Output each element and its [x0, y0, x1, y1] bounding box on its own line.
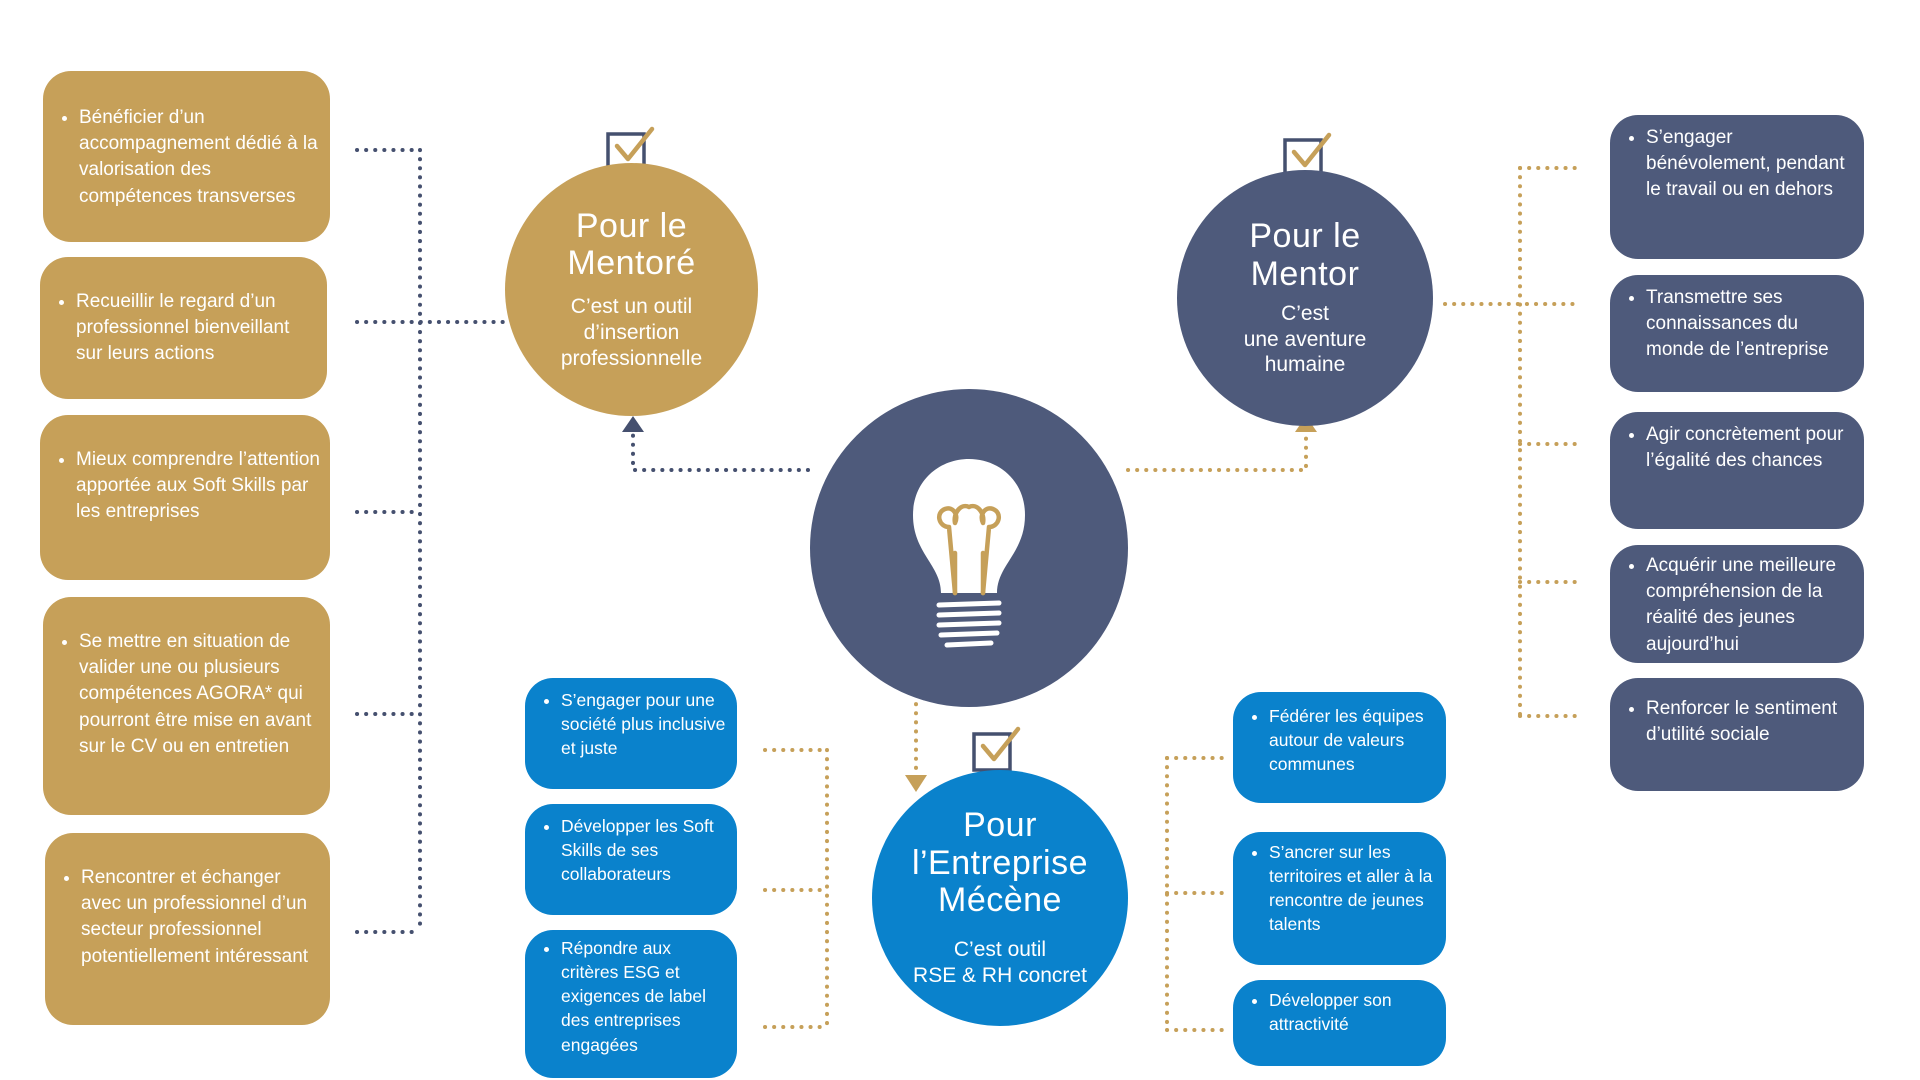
- mentore-benefit-text: Mieux comprendre l’attention apportée au…: [76, 447, 320, 526]
- mentor-circle: Pour le Mentor C’est une aventure humain…: [1177, 170, 1433, 426]
- connector-bulb-to-mentor: [1126, 434, 1308, 472]
- mentor-benefit-box: Acquérir une meilleure compréhension de …: [1610, 545, 1864, 663]
- mentor-benefit-text: Renforcer le sentiment d’utilité sociale: [1646, 696, 1860, 748]
- arrowhead-to-entreprise: [905, 775, 927, 792]
- entreprise-benefit-text: Développer les Soft Skills de ses collab…: [561, 814, 731, 886]
- entreprise-benefit-text: S’engager pour une société plus inclusiv…: [561, 688, 731, 760]
- mentore-benefit-box: Bénéficier d’un accompagnement dédié à l…: [43, 71, 330, 242]
- entreprise-benefit-box: Développer son attractivité: [1233, 980, 1446, 1066]
- mentore-benefit-box: Mieux comprendre l’attention apportée au…: [40, 415, 330, 580]
- entreprise-benefit-text: Développer son attractivité: [1269, 988, 1440, 1036]
- mentor-benefit-box: Agir concrètement pour l’égalité des cha…: [1610, 412, 1864, 529]
- mentore-circle: Pour le Mentoré C’est un outil d’inserti…: [505, 163, 758, 416]
- entreprise-benefit-box: S’ancrer sur les territoires et aller à …: [1233, 832, 1446, 965]
- arrowhead-to-mentore: [622, 416, 644, 432]
- entreprise-title: Pour l’Entreprise Mécène: [911, 806, 1089, 920]
- mentore-benefit-text: Recueillir le regard d’un professionnel …: [76, 289, 317, 368]
- mentore-title: Pour le Mentoré: [567, 206, 696, 283]
- mentor-benefit-text: Agir concrètement pour l’égalité des cha…: [1646, 422, 1856, 474]
- mentor-benefit-box: Transmettre ses connaissances du monde d…: [1610, 275, 1864, 392]
- connector-bulb-to-mentore: [631, 433, 810, 472]
- mentor-benefit-text: Acquérir une meilleure compréhension de …: [1646, 553, 1860, 658]
- mentore-subtitle: C’est un outil d’insertion professionnel…: [560, 295, 703, 370]
- mentor-benefit-text: Transmettre ses connaissances du monde d…: [1646, 285, 1856, 364]
- mentore-benefit-box: Rencontrer et échanger avec un professio…: [45, 833, 330, 1025]
- mentore-benefit-box: Recueillir le regard d’un professionnel …: [40, 257, 327, 399]
- lightbulb-icon: [913, 459, 1025, 648]
- mentore-benefit-text: Bénéficier d’un accompagnement dédié à l…: [79, 105, 320, 210]
- entreprise-circle: Pour l’Entreprise Mécène C’est outil RSE…: [872, 770, 1128, 1026]
- mentor-benefit-box: Renforcer le sentiment d’utilité sociale: [1610, 678, 1864, 791]
- entreprise-benefit-text: S’ancrer sur les territoires et aller à …: [1269, 840, 1442, 937]
- mentor-subtitle: C’est une aventure humaine: [1243, 301, 1367, 377]
- entreprise-benefit-box: Fédérer les équipes autour de valeurs co…: [1233, 692, 1446, 803]
- mentore-benefit-text: Rencontrer et échanger avec un professio…: [81, 865, 326, 970]
- mentor-benefit-text: S’engager bénévolement, pendant le trava…: [1646, 125, 1856, 204]
- lightbulb-circle: [810, 389, 1128, 707]
- mentor-benefit-box: S’engager bénévolement, pendant le trava…: [1610, 115, 1864, 259]
- entreprise-benefit-box: Développer les Soft Skills de ses collab…: [525, 804, 737, 915]
- entreprise-benefit-text: Répondre aux critères ESG et exigences d…: [561, 936, 731, 1057]
- mentore-benefit-box: Se mettre en situation de valider une ou…: [43, 597, 330, 815]
- mentore-benefit-text: Se mettre en situation de valider une ou…: [79, 629, 320, 760]
- entreprise-subtitle: C’est outil RSE & RH concret: [913, 938, 1087, 988]
- entreprise-benefit-box: Répondre aux critères ESG et exigences d…: [525, 930, 737, 1078]
- mentor-title: Pour le Mentor: [1249, 217, 1361, 293]
- entreprise-benefit-box: S’engager pour une société plus inclusiv…: [525, 678, 737, 789]
- entreprise-benefit-text: Fédérer les équipes autour de valeurs co…: [1269, 704, 1440, 776]
